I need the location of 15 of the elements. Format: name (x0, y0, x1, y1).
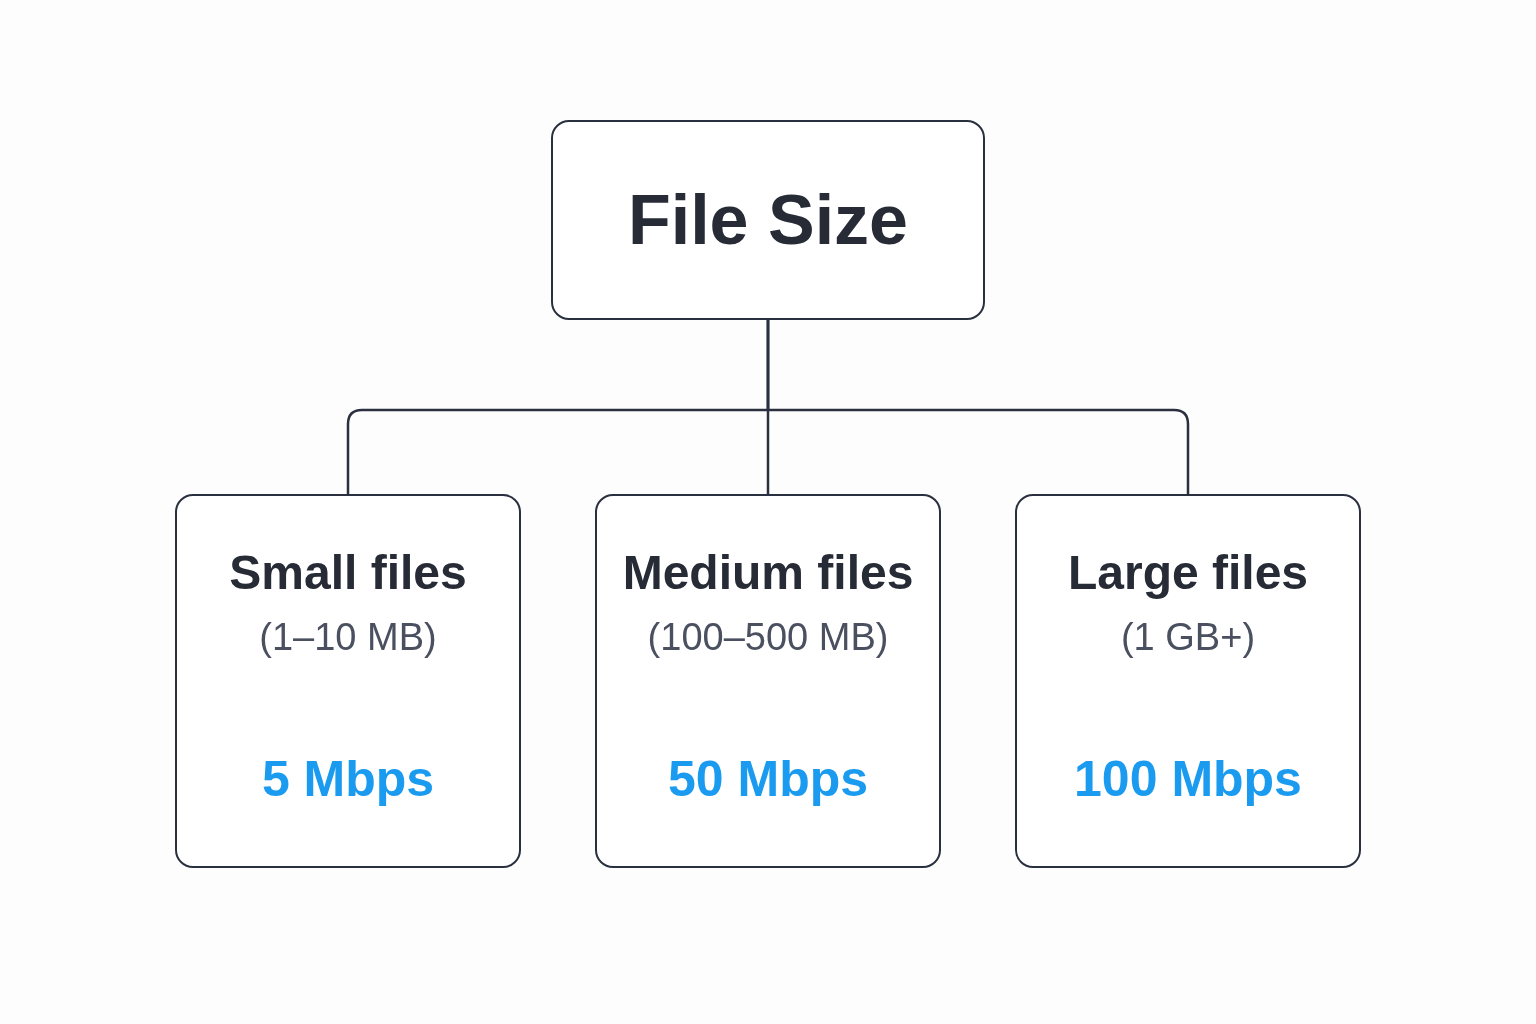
category-box (1015, 494, 1361, 868)
connector-line (766, 320, 1190, 494)
size-range: (1–10 MB) (259, 615, 437, 659)
root-box (551, 120, 985, 320)
box-title: Small files (229, 545, 467, 601)
size-range: (100–500 MB) (647, 615, 889, 659)
box-title: File Size (627, 180, 909, 261)
speed-value: 100 Mbps (1073, 750, 1303, 808)
box-title: Large files (1067, 545, 1309, 601)
category-box (175, 494, 521, 868)
speed-value: 50 Mbps (666, 750, 870, 808)
box-title: Medium files (622, 545, 914, 601)
speed-value: 5 Mbps (260, 750, 436, 808)
category-box (595, 494, 941, 868)
size-range: (1 GB+) (1120, 615, 1256, 659)
